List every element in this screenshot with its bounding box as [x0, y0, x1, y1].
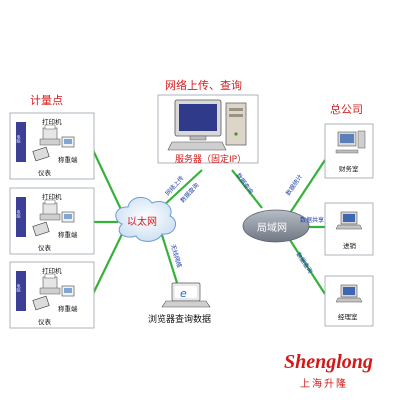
office-label: 经理室: [338, 312, 358, 321]
terminal-label: 称重端: [58, 304, 78, 313]
control-panel: [16, 197, 26, 237]
desktop-pc-icon: [335, 130, 366, 154]
weighing-terminal-icon: [61, 211, 75, 223]
lan-query-link-label: 数据查询: [234, 171, 255, 195]
ethernet-cloud: 以太网: [115, 196, 177, 242]
control-panel: [16, 271, 26, 311]
metering-point-title: 计量点: [30, 94, 63, 107]
office-finance: 财务室: [324, 123, 374, 179]
printer-label: 打印机: [42, 192, 62, 201]
line-server-lan: [231, 169, 263, 209]
panel-label: 电脑: [17, 283, 22, 293]
browser-e-icon: e: [180, 287, 187, 300]
browser-label: 浏览器查询数据: [148, 313, 211, 325]
instrument-icon: [32, 295, 50, 311]
browser-laptop: e 浏览器查询数据: [148, 282, 211, 325]
share-link-label: 数据共享: [300, 216, 324, 224]
server-label: 服务器（固定IP）: [175, 153, 246, 165]
laptop-icon: [335, 211, 363, 230]
line-lan-office3: [289, 239, 326, 295]
server-box: 服务器（固定IP）: [157, 94, 259, 165]
office-label: 财务室: [339, 164, 359, 173]
weighing-terminal-icon: [61, 285, 75, 297]
ethernet-label: 以太网: [127, 215, 157, 228]
terminal-label: 称重端: [58, 155, 78, 164]
panel-label: 电脑: [17, 209, 22, 219]
office-label: 进销: [343, 241, 357, 250]
printer-icon: [39, 199, 61, 221]
office-sales: 进销: [324, 202, 374, 256]
office-manager: 经理室: [324, 275, 374, 327]
station-1: 电脑 打印机 称重端 仪表: [9, 112, 95, 180]
upload-link-label: 网络上传: [164, 174, 186, 197]
head-office-title: 总公司: [330, 102, 363, 116]
lan-cloud: 局域网: [242, 209, 310, 243]
query-link-label: 数据查询: [179, 181, 201, 204]
monitor-icon: [167, 99, 227, 151]
instrument-label: 仪表: [38, 317, 52, 326]
line-ethernet-browser: [160, 234, 180, 287]
panel-label: 电脑: [17, 134, 22, 144]
line-ethernet-server: [161, 169, 203, 208]
line-lan-office1: [289, 159, 326, 214]
printer-icon: [39, 124, 61, 146]
instrument-icon: [32, 146, 50, 162]
stats-link-label: 数据统计: [284, 173, 304, 197]
laptop-icon: [335, 284, 363, 303]
brand-cn: 上海升隆: [300, 377, 348, 390]
query2-link-label: 数据查询: [294, 251, 314, 275]
weighing-terminal-icon: [61, 136, 75, 148]
brand-logo: Shenglong 上海升隆: [284, 351, 373, 390]
connection-lines: [91, 147, 326, 297]
printer-label: 打印机: [42, 266, 62, 275]
station-2: 电脑 打印机 称重端 仪表: [9, 187, 95, 255]
terminal-label: 称重端: [58, 230, 78, 239]
lan-label: 局域网: [257, 221, 287, 234]
printer-icon: [39, 273, 61, 295]
brand-name: Shenglong: [284, 351, 373, 373]
instrument-label: 仪表: [38, 168, 52, 177]
network-query-title: 网络上传、查询: [165, 78, 242, 92]
printer-label: 打印机: [42, 117, 62, 126]
control-panel: [16, 122, 26, 162]
instrument-label: 仪表: [38, 243, 52, 252]
line-station1-ethernet: [91, 147, 126, 219]
station-3: 电脑 打印机 称重端 仪表: [9, 261, 95, 329]
line-station3-ethernet: [91, 227, 126, 297]
server-tower-icon: [225, 102, 247, 146]
instrument-icon: [32, 221, 50, 237]
